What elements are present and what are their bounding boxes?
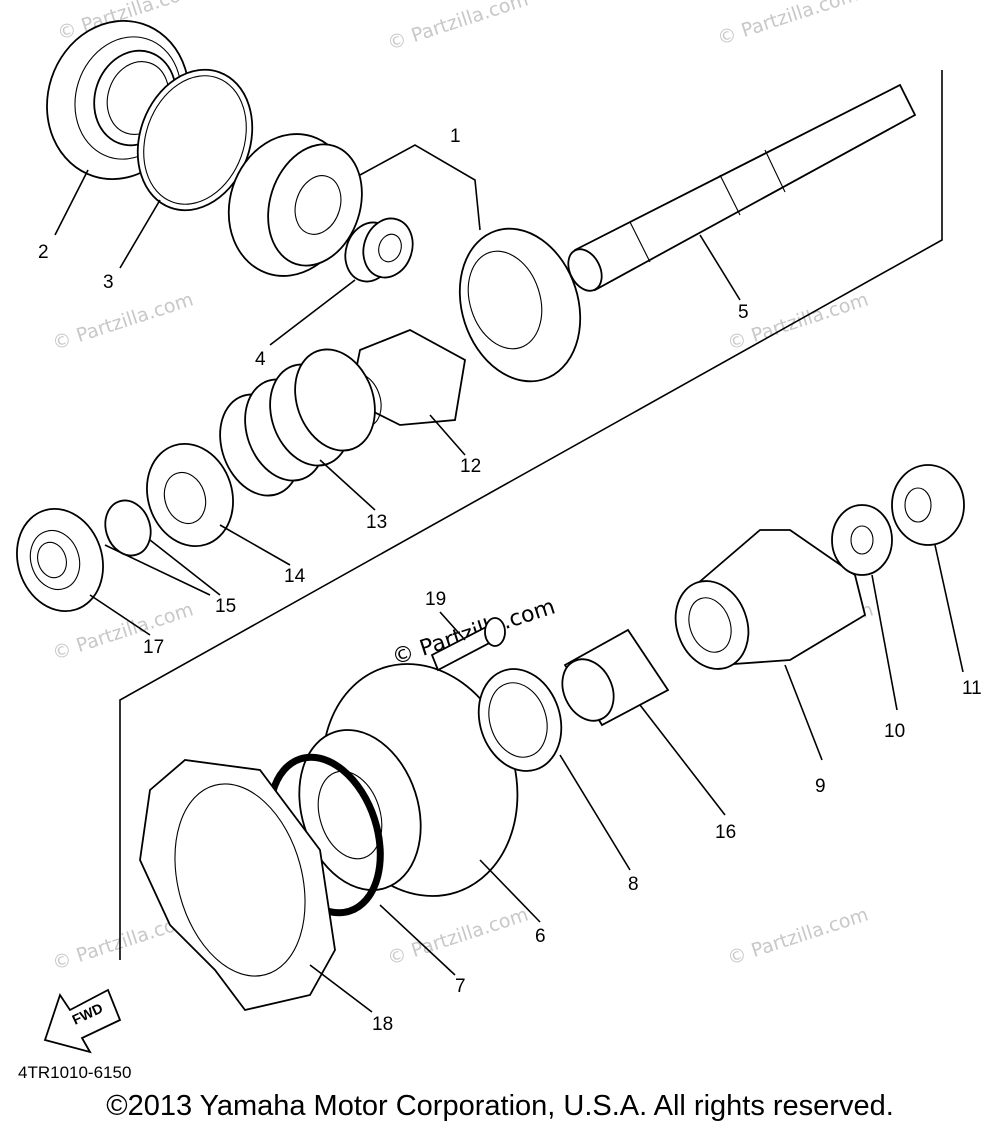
- label-5: 5: [738, 302, 749, 323]
- bolt-19: [430, 617, 506, 672]
- watermark: © Partzilla.com: [385, 0, 531, 55]
- label-18: 18: [372, 1014, 393, 1035]
- label-6: 6: [535, 926, 546, 947]
- label-14: 14: [284, 566, 306, 587]
- label-16: 16: [715, 822, 736, 843]
- washer-14: [146, 442, 234, 548]
- yoke-9: [674, 529, 867, 670]
- plate-18: [139, 759, 336, 1012]
- watermark: © Partzilla.com: [725, 904, 871, 970]
- bevel-gear-right: [458, 227, 582, 383]
- leader-lines: [54, 169, 964, 1013]
- housing-6: [298, 663, 519, 897]
- label-2: 2: [38, 242, 49, 263]
- spring-13: [219, 348, 376, 497]
- seal-8: [477, 668, 563, 772]
- bevel-gear-left: [227, 133, 363, 277]
- watermark: © Partzilla.com: [715, 0, 861, 50]
- bearing-17: [16, 507, 104, 613]
- label-4: 4: [255, 349, 266, 370]
- fwd-arrow: FWD: [43, 988, 122, 1054]
- part-number: 4TR1010-6150: [18, 1063, 131, 1082]
- clip-15: [104, 499, 152, 557]
- label-9: 9: [815, 776, 826, 797]
- label-17: 17: [143, 637, 164, 658]
- label-19: 19: [425, 589, 446, 610]
- label-10: 10: [884, 721, 905, 742]
- watermark: © Partzilla.com: [50, 289, 196, 355]
- shaft-5: [567, 83, 917, 292]
- label-12: 12: [460, 456, 481, 477]
- label-8: 8: [628, 874, 639, 895]
- nut-11: [891, 464, 965, 546]
- watermark: © Partzilla.com: [385, 904, 531, 970]
- copyright-text: ©2013 Yamaha Motor Corporation, U.S.A. A…: [106, 1090, 894, 1122]
- assembly-outline: [119, 70, 943, 960]
- part-labels: 1 2 3 4 5 6 7 8 9 10 11 12 13 14 15 16 1…: [38, 126, 982, 1035]
- label-3: 3: [103, 272, 114, 293]
- label-15: 15: [215, 596, 236, 617]
- label-1: 1: [450, 126, 461, 147]
- label-11: 11: [962, 678, 982, 699]
- collar-16: [561, 628, 670, 727]
- nut-4: [344, 217, 414, 283]
- label-7: 7: [455, 976, 466, 997]
- washer-10: [831, 504, 893, 576]
- label-13: 13: [366, 512, 387, 533]
